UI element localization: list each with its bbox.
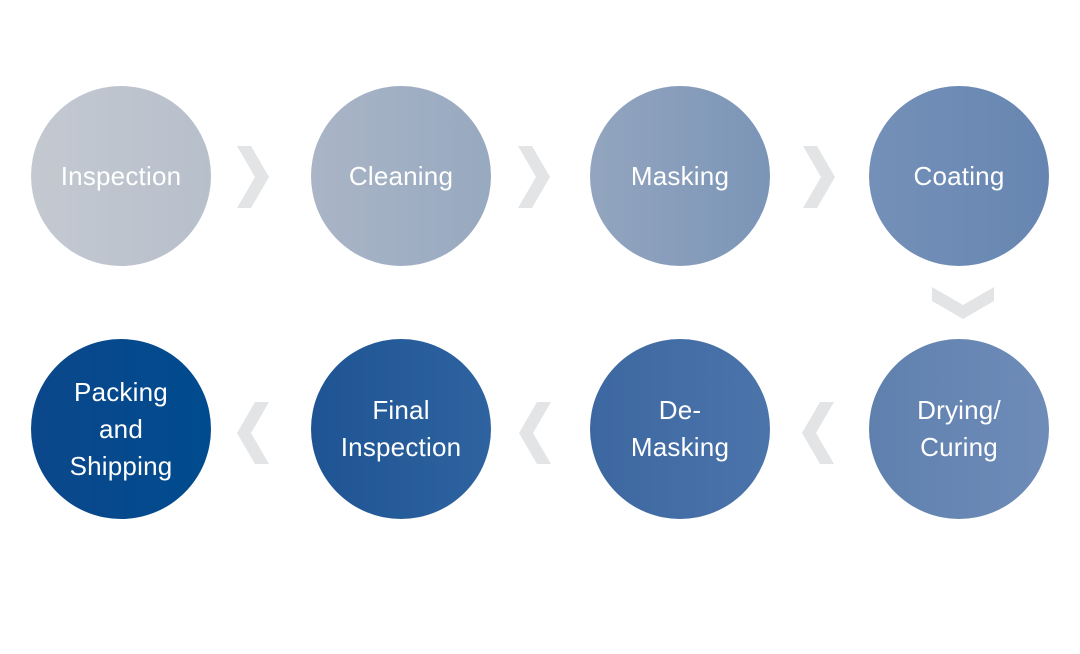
step-drying-curing: Drying/ Curing	[869, 339, 1049, 519]
chevron-down-icon	[932, 287, 994, 319]
chevron-right-icon	[237, 146, 269, 208]
chevron-left-icon	[237, 402, 269, 464]
step-masking: Masking	[590, 86, 770, 266]
step-label: Coating	[913, 160, 1005, 191]
step-de-masking: De- Masking	[590, 339, 770, 519]
step-label: Masking	[630, 160, 730, 191]
chevron-left-icon	[519, 402, 551, 464]
step-packing-and-shipping: Packing and Shipping	[31, 339, 211, 519]
chevron-right-icon	[518, 146, 550, 208]
step-final-inspection: Final Inspection	[311, 339, 491, 519]
step-label: Packing and Shipping	[69, 376, 173, 481]
step-label: Drying/ Curing	[917, 395, 1001, 462]
step-label: Final Inspection	[340, 395, 462, 462]
step-cleaning: Cleaning	[311, 86, 491, 266]
chevron-right-icon	[803, 146, 835, 208]
step-label: Inspection	[60, 160, 182, 191]
step-coating: Coating	[869, 86, 1049, 266]
chevron-left-icon	[802, 402, 834, 464]
step-inspection: Inspection	[31, 86, 211, 266]
step-label: De- Masking	[630, 395, 730, 462]
step-label: Cleaning	[348, 160, 454, 191]
